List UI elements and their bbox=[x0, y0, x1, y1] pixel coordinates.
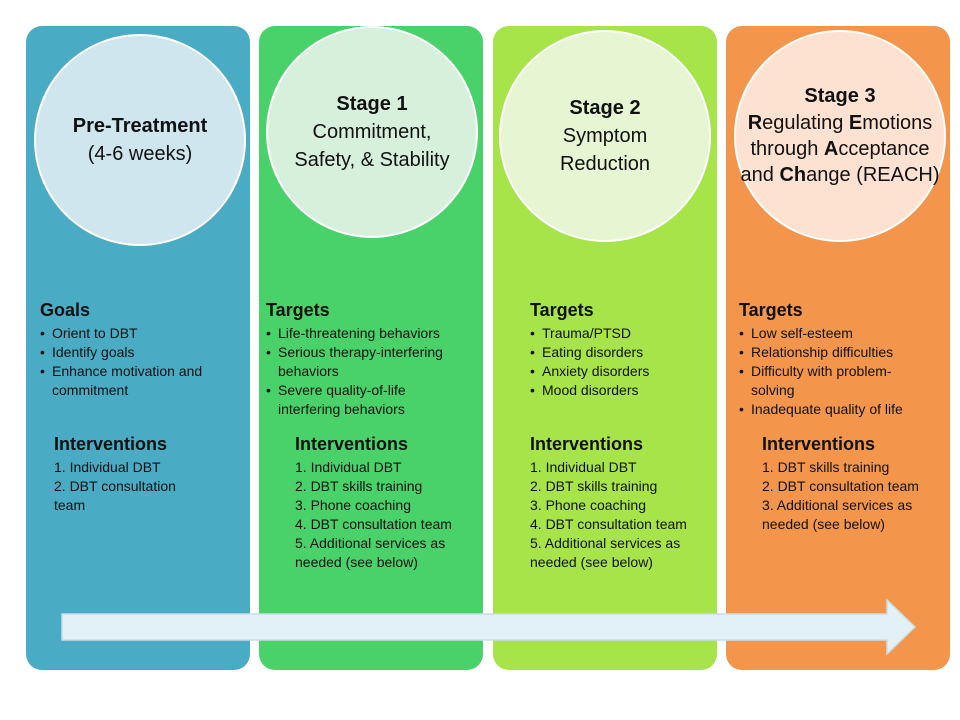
list-item: Identify goals bbox=[40, 343, 240, 362]
stage3-text-c: through bbox=[750, 138, 824, 160]
list-item: 2. DBT consultation team bbox=[762, 478, 919, 494]
stage1-subtitle-line2: Safety, & Stability bbox=[294, 149, 450, 171]
stage3-targets: Targets Low self-esteem Relationship dif… bbox=[739, 299, 929, 419]
interventions-heading: Interventions bbox=[530, 434, 644, 454]
list-item: 3. Phone coaching bbox=[295, 497, 411, 513]
stage3-initial-e: E bbox=[848, 111, 863, 134]
pretreatment-duration: (4-6 weeks) bbox=[87, 143, 193, 165]
stage3-subtitle-line3: and Change (REACH) bbox=[741, 162, 940, 188]
list-item: 1. Individual DBT bbox=[54, 459, 161, 475]
list-item: 3. Additional services as needed (see be… bbox=[762, 497, 913, 532]
interventions-list: 1. DBT skills training 2. DBT consultati… bbox=[762, 458, 927, 534]
stage2-title: Stage 2 bbox=[569, 97, 641, 119]
interventions-heading: Interventions bbox=[54, 434, 168, 454]
list-item: Low self-esteem bbox=[739, 324, 929, 343]
stage3-text-d: cceptance bbox=[838, 138, 930, 160]
list-item: 2. DBT consultation team bbox=[54, 478, 176, 513]
list-item: 5. Additional services as needed (see be… bbox=[295, 535, 446, 570]
list-item: 4. DBT consultation team bbox=[295, 516, 452, 532]
list-item: Enhance motivation and commitment bbox=[40, 362, 240, 400]
stage1-circle: Stage 1 Commitment, Safety, & Stability bbox=[266, 26, 478, 238]
stage3-text-b: motions bbox=[862, 111, 933, 134]
stage2-subtitle-line2: Reduction bbox=[559, 153, 651, 175]
stage2-subtitle-line1: Symptom bbox=[562, 125, 648, 147]
goals-heading: Goals bbox=[40, 300, 91, 320]
list-item: Mood disorders bbox=[530, 381, 710, 400]
list-item: Serious therapy-interfering behaviors bbox=[266, 343, 471, 381]
interventions-list: 1. Individual DBT 2. DBT consultation te… bbox=[54, 458, 204, 515]
stage1-targets: Targets Life-threatening behaviors Serio… bbox=[266, 299, 471, 419]
stage2-targets: Targets Trauma/PTSD Eating disorders Anx… bbox=[530, 299, 710, 400]
stage3-initial-r: R bbox=[747, 111, 763, 134]
stage1-title: Stage 1 bbox=[336, 93, 408, 115]
arrow-shape bbox=[61, 598, 917, 656]
interventions-heading: Interventions bbox=[762, 434, 876, 454]
stage3-subtitle-line1: Regulating Emotions bbox=[748, 110, 933, 136]
list-item: 3. Phone coaching bbox=[530, 497, 646, 513]
list-item: Relationship difficulties bbox=[739, 343, 929, 362]
list-item: Life-threatening behaviors bbox=[266, 324, 471, 343]
pretreatment-circle: Pre-Treatment (4-6 weeks) bbox=[34, 34, 246, 246]
list-item: Trauma/PTSD bbox=[530, 324, 710, 343]
interventions-heading: Interventions bbox=[295, 434, 409, 454]
stage3-initial-a: A bbox=[823, 138, 839, 160]
stage1-subtitle-line1: Commitment, bbox=[312, 121, 432, 143]
list-item: Inadequate quality of life bbox=[739, 400, 929, 419]
targets-list: Life-threatening behaviors Serious thera… bbox=[266, 324, 471, 419]
pretreatment-goals: Goals Orient to DBT Identify goals Enhan… bbox=[40, 299, 240, 400]
stage3-interventions: Interventions 1. DBT skills training 2. … bbox=[762, 433, 927, 534]
stage3-text-e: and bbox=[740, 164, 780, 187]
goals-list: Orient to DBT Identify goals Enhance mot… bbox=[40, 324, 240, 400]
list-item: 1. Individual DBT bbox=[530, 459, 637, 475]
targets-heading: Targets bbox=[530, 300, 594, 320]
interventions-list: 1. Individual DBT 2. DBT skills training… bbox=[295, 458, 460, 572]
list-item: Severe quality-of-life interfering behav… bbox=[266, 381, 471, 419]
targets-heading: Targets bbox=[739, 300, 803, 320]
list-item: 5. Additional services as needed (see be… bbox=[530, 535, 681, 570]
pretreatment-interventions: Interventions 1. Individual DBT 2. DBT c… bbox=[54, 433, 204, 515]
stage3-subtitle-line2: through Acceptance bbox=[750, 136, 929, 162]
list-item: Eating disorders bbox=[530, 343, 710, 362]
list-item: Orient to DBT bbox=[40, 324, 240, 343]
stage3-initial-ch: Ch bbox=[779, 164, 807, 187]
stage3-text-a: egulating bbox=[762, 111, 849, 134]
stage2-interventions: Interventions 1. Individual DBT 2. DBT s… bbox=[530, 433, 695, 572]
stage2-circle: Stage 2 Symptom Reduction bbox=[499, 30, 711, 242]
stage3-circle: Stage 3 Regulating Emotions through Acce… bbox=[734, 30, 946, 242]
list-item: 1. DBT skills training bbox=[762, 459, 890, 475]
targets-list: Trauma/PTSD Eating disorders Anxiety dis… bbox=[530, 324, 710, 400]
stage3-title: Stage 3 bbox=[804, 85, 876, 108]
interventions-list: 1. Individual DBT 2. DBT skills training… bbox=[530, 458, 695, 572]
list-item: 4. DBT consultation team bbox=[530, 516, 687, 532]
pretreatment-title: Pre-Treatment bbox=[72, 115, 208, 137]
list-item: Anxiety disorders bbox=[530, 362, 710, 381]
targets-heading: Targets bbox=[266, 300, 330, 320]
stage3-text-f: ange (REACH) bbox=[806, 164, 940, 187]
list-item: 1. Individual DBT bbox=[295, 459, 402, 475]
list-item: Difficulty with problem-solving bbox=[739, 362, 929, 400]
list-item: 2. DBT skills training bbox=[530, 478, 658, 494]
stage1-interventions: Interventions 1. Individual DBT 2. DBT s… bbox=[295, 433, 460, 572]
list-item: 2. DBT skills training bbox=[295, 478, 423, 494]
targets-list: Low self-esteem Relationship difficultie… bbox=[739, 324, 929, 419]
